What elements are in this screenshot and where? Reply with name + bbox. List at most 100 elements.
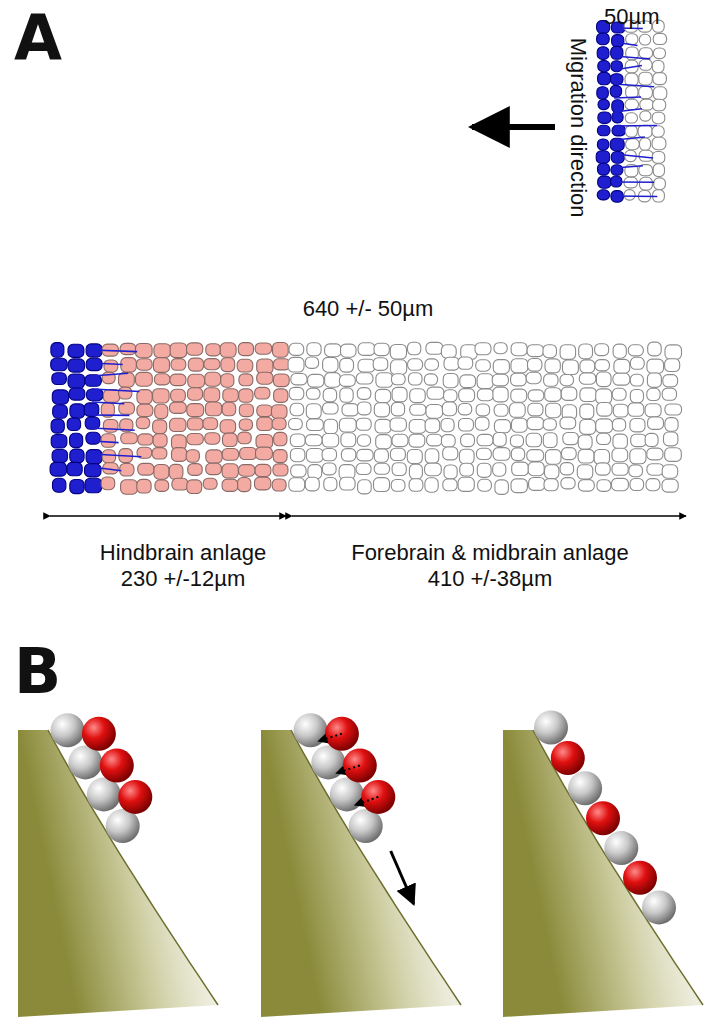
grey-cell [444,465,457,479]
grey-cell [614,359,630,373]
blue-cell [85,478,102,493]
grey-cell [425,478,438,492]
grey-cell [579,344,593,359]
pink-cell [171,359,186,371]
pink-cell [152,448,167,459]
pink-cell [240,448,257,460]
grey-cell [476,360,491,371]
grey-cell [652,126,664,137]
blue-cell [598,176,612,188]
pink-cell [222,479,238,491]
grey-cell [307,343,321,356]
grey-cell [288,357,304,372]
pink-cell [220,343,236,358]
blue-cell [598,112,611,123]
surface-edge [291,730,461,1005]
grey-cell [625,73,638,86]
cell-projection [92,350,137,352]
pink-cell [153,389,170,403]
grey-cell [652,152,665,164]
grey-cell [356,463,371,474]
grey-cell [544,479,558,491]
pink-cell [138,463,154,475]
grey-cell [475,417,489,430]
pink-cell [153,434,167,448]
surface-edge [533,730,703,1005]
grey-cell [357,435,370,446]
cell-projection [92,373,128,376]
grey-cell [358,480,372,494]
grey-cell [458,357,473,369]
grey-cell [597,403,612,417]
cell-projection [614,97,641,98]
pink-cell [101,434,115,448]
grey-cell [376,435,392,449]
surface-edge [48,730,218,1005]
grey-cell [647,373,661,387]
blue-cell [597,33,610,45]
grey-cell [511,389,527,402]
blue-cell [611,152,624,164]
grey-cell [307,419,324,431]
grey-cell [442,402,456,416]
pink-cell [103,390,119,403]
grey-cell [392,387,407,402]
blue-cell [611,46,623,59]
pink-cell [272,405,288,419]
grey-cell [648,417,664,429]
grey-cell [561,478,575,489]
blue-cell [51,358,67,371]
region-label: Hindbrain anlage [100,540,266,565]
blue-cell [597,190,609,200]
grey-cell [596,372,611,387]
grey-cell [511,359,528,373]
dimension-label: 410 +/-38µm [428,566,553,591]
pink-cell [135,344,152,358]
grey-cell [459,449,474,464]
grey-cell [441,419,454,432]
grey-cell [662,479,678,492]
grey-cell [640,138,651,150]
grey-cell [358,359,375,372]
panel-letter: A [14,2,62,73]
grey-cell [638,125,652,138]
scale-label: 50µm [604,4,659,29]
grey-cell [391,402,404,416]
intercalation-arrow [318,734,342,741]
migration-arrow [472,124,555,130]
grey-cell [460,463,474,476]
pink-cell [204,388,220,402]
pink-cell [222,464,238,478]
grey-cell [662,388,676,400]
blue-cell [53,405,68,419]
pink-cell [137,479,151,493]
grey-cell [625,99,639,109]
grey-cell [630,419,645,432]
pink-cell [206,463,222,474]
grey-cell [375,389,390,402]
grey-cell [613,434,628,449]
grey-cell [527,450,544,462]
grey-cell [458,477,474,491]
grey-cell [408,342,421,355]
grey-cell [341,344,357,357]
grey-cell [308,465,322,479]
grey-cell [654,178,666,190]
grey-cell [653,99,666,111]
grey-cell [477,389,493,401]
grey-cell [526,372,541,384]
pink-cell [154,465,169,480]
grey-cell [426,405,443,419]
pink-cell [170,343,187,358]
grey-cell [652,112,665,124]
grey-cell [528,359,542,372]
pink-cell [137,359,153,371]
grey-cell [373,358,388,371]
grey-cell [340,388,353,402]
pink-cell [187,480,202,494]
grey-cell [604,831,638,865]
grey-cell [410,404,426,415]
pink-cell [121,480,138,494]
blue-cell [598,61,610,72]
pink-cell [273,343,289,358]
